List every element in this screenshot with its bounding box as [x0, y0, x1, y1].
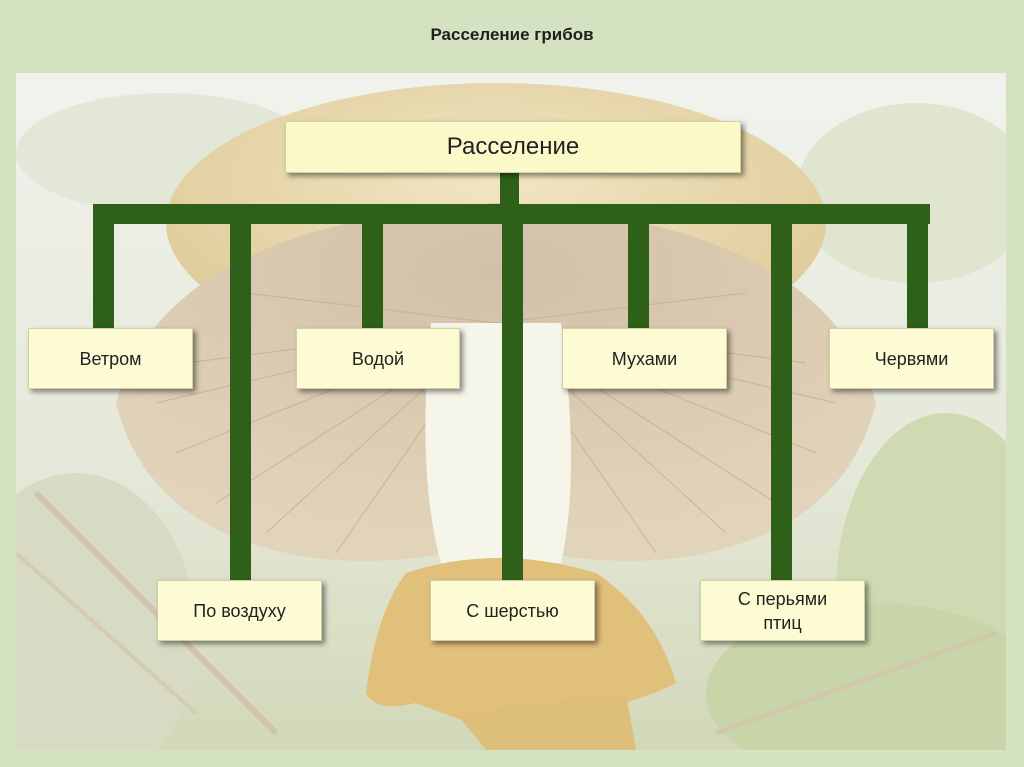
connector-s-peryami [771, 210, 792, 582]
node-s-peryami-ptits: С перьями птиц [700, 580, 865, 641]
connector-s-sherstyu [502, 210, 523, 582]
connector-root-stem [500, 172, 519, 210]
connector-vodoy [362, 210, 383, 330]
slide-title: Расселение грибов [430, 25, 594, 44]
node-vetrom: Ветром [28, 328, 193, 389]
node-vodoy: Водой [296, 328, 460, 389]
node-s-sherstyu: С шерстью [430, 580, 595, 641]
connector-chervyami [907, 210, 928, 330]
connector-vetrom [93, 210, 114, 330]
node-chervyami: Червями [829, 328, 994, 389]
connector-muhami [628, 210, 649, 330]
connector-po-vozduhu [230, 210, 251, 582]
node-po-vozduhu: По воздуху [157, 580, 322, 641]
node-muhami: Мухами [562, 328, 727, 389]
root-node: Расселение [285, 121, 741, 173]
